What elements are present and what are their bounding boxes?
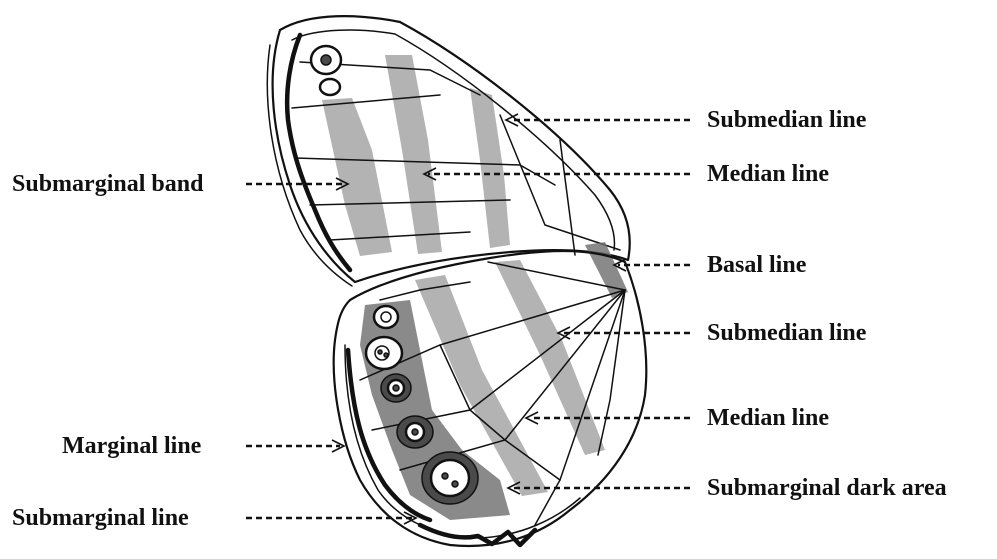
forewing	[267, 16, 629, 286]
hindwing-eyespot-2	[366, 337, 402, 369]
hindwing-eyespot-3	[381, 374, 411, 402]
label-submarginal-band: Submarginal band	[12, 171, 204, 197]
forewing-vein	[330, 232, 470, 240]
forewing-median-band	[385, 55, 442, 254]
forewing-submarginal-band	[322, 98, 392, 256]
hindwing-eyespot-4	[397, 416, 433, 448]
label-submarginal-line: Submarginal line	[12, 505, 189, 531]
forewing-eyespot-pupil	[321, 55, 331, 65]
label-marginal: Marginal line	[62, 433, 202, 459]
hindwing	[334, 242, 647, 546]
label-hind-submedian: Submedian line	[707, 320, 867, 346]
label-basal: Basal line	[707, 252, 807, 278]
forewing-eyespot-lower	[320, 79, 340, 95]
label-fore-median: Median line	[707, 161, 829, 187]
label-fore-submedian: Submedian line	[707, 107, 867, 133]
hindwing-eyespot-5	[422, 452, 478, 504]
hindwing-vein	[598, 290, 625, 455]
forewing-vein	[560, 140, 575, 255]
label-hind-median: Median line	[707, 405, 829, 431]
forewing-submedian-band	[470, 88, 510, 248]
label-submarginal-dark: Submarginal dark area	[707, 475, 947, 501]
hindwing-eyespot-1	[374, 306, 398, 328]
forewing-cell-line	[500, 115, 620, 250]
